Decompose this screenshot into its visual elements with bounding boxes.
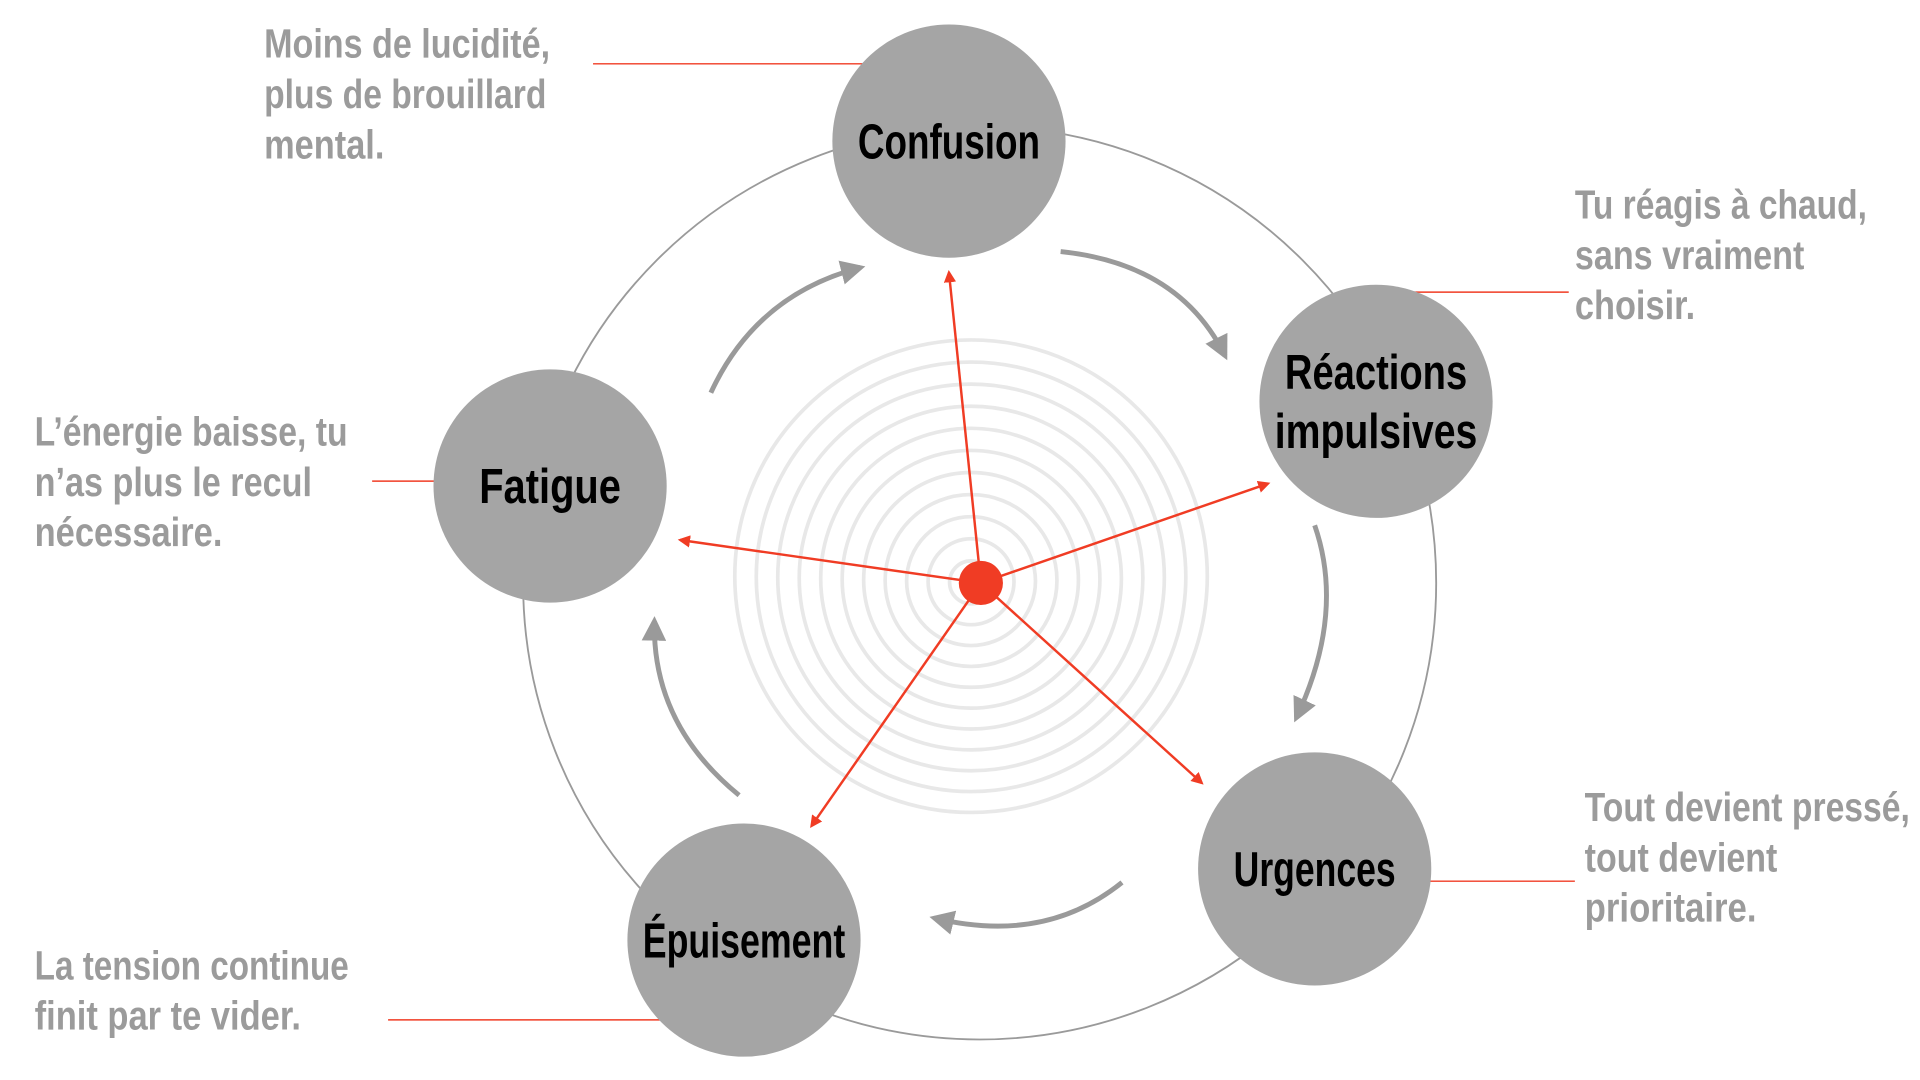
concentric-ring bbox=[926, 536, 1016, 627]
arrow-confusion-to-reactions bbox=[1060, 249, 1228, 361]
concentric-circles bbox=[732, 338, 1210, 815]
node-description: tout devient bbox=[1585, 834, 1778, 880]
node-description: sans vraiment bbox=[1575, 232, 1805, 278]
node-urgences: Urgences Tout devient pressé,tout devient… bbox=[1198, 752, 1910, 986]
node-circle bbox=[627, 823, 861, 1057]
concentric-ring bbox=[732, 338, 1210, 815]
node-description: L’énergie baisse, tu bbox=[35, 408, 348, 454]
ray-fatigue bbox=[677, 535, 982, 585]
concentric-ring bbox=[797, 404, 1145, 752]
node-description: finit par te vider. bbox=[35, 993, 301, 1039]
arrow-reactions-to-urgences bbox=[1293, 524, 1329, 723]
node-label: Réactions bbox=[1285, 346, 1467, 400]
node-description: nécessaire. bbox=[35, 509, 223, 555]
node-epuisement: Épuisement La tension continue finit par t… bbox=[35, 823, 861, 1057]
node-description: n’as plus le recul bbox=[35, 459, 312, 505]
node-label: Confusion bbox=[858, 115, 1040, 169]
concentric-ring bbox=[840, 448, 1102, 710]
ray-confusion bbox=[943, 270, 983, 584]
arrow-epuisement-to-fatigue bbox=[641, 616, 741, 798]
node-circle bbox=[832, 24, 1066, 258]
ray-epuisement bbox=[810, 582, 982, 828]
arrow-fatigue-to-confusion bbox=[708, 260, 866, 394]
node-label: Urgences bbox=[1234, 843, 1396, 897]
node-description: La tension continue bbox=[35, 942, 349, 988]
node-description: plus de brouillard bbox=[264, 71, 546, 117]
node-description: prioritaire. bbox=[1585, 885, 1757, 931]
concentric-ring bbox=[754, 360, 1188, 794]
center-dot bbox=[958, 560, 1003, 606]
ray-reactions bbox=[980, 480, 1271, 585]
node-circle bbox=[1259, 284, 1493, 518]
node-description: choisir. bbox=[1575, 282, 1695, 328]
arrow-urgences-to-epuisement bbox=[929, 880, 1124, 935]
ray-urgences bbox=[980, 582, 1204, 785]
node-description: mental. bbox=[264, 121, 384, 167]
radial-arrows bbox=[677, 270, 1271, 828]
concentric-ring bbox=[818, 426, 1124, 731]
node-fatigue: Fatigue L’énergie baisse, tu n’as plus le … bbox=[35, 369, 667, 603]
concentric-ring bbox=[904, 514, 1038, 648]
node-circle bbox=[1198, 752, 1432, 986]
node-confusion: Confusion Moins de lucidité,plus de broui… bbox=[264, 21, 1066, 258]
concentric-ring bbox=[775, 382, 1167, 773]
node-label: Fatigue bbox=[479, 460, 621, 514]
node-circle bbox=[433, 369, 667, 603]
node-description: Tout devient pressé, bbox=[1585, 784, 1910, 830]
cycle-arrows bbox=[641, 249, 1329, 935]
node-label: impulsives bbox=[1275, 405, 1478, 459]
node-label: Épuisement bbox=[643, 912, 846, 968]
node-description: Moins de lucidité, bbox=[264, 21, 550, 67]
concentric-ring bbox=[861, 470, 1081, 690]
node-description: Tu réagis à chaud, bbox=[1575, 181, 1867, 227]
